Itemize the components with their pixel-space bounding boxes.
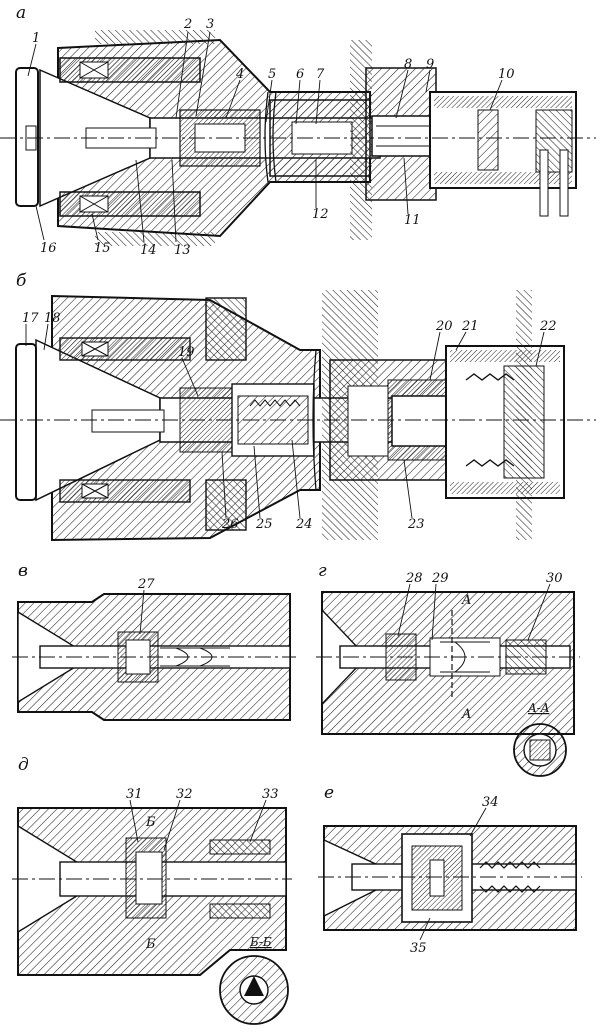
callout-5: 5 (268, 67, 276, 82)
callout-1: 1 (32, 31, 40, 46)
callout-32: 32 (176, 787, 193, 802)
callout-29: 29 (431, 571, 449, 586)
callout-22: 22 (539, 319, 557, 334)
callout-4: 4 (235, 67, 244, 82)
callout-14: 14 (140, 243, 157, 258)
callout-20: 20 (435, 319, 453, 334)
callout-2: 2 (183, 17, 192, 32)
panel-g-callouts: 28 29 30 A A A-A (397, 571, 563, 722)
panel-b-callouts: 17 18 19 20 21 22 23 24 25 26 (22, 311, 557, 532)
panel-v-callouts: 27 (137, 577, 155, 635)
callout-30: 30 (546, 571, 563, 586)
callout-27: 27 (137, 577, 155, 592)
panel-letter-g: г (318, 561, 327, 581)
panel-letter-b: б (16, 271, 27, 291)
panel-a-callouts: 1 2 3 4 5 6 7 8 9 10 11 12 13 14 15 16 (27, 17, 515, 258)
callout-12: 12 (312, 207, 329, 222)
callout-13: 13 (174, 243, 191, 258)
callout-7: 7 (316, 67, 325, 82)
section-cut-b-bottom: Б (145, 937, 156, 952)
panel-letter-a: а (16, 3, 26, 23)
callout-24: 24 (295, 517, 313, 532)
section-label-b-b: Б-Б (249, 935, 272, 949)
callout-15: 15 (94, 241, 111, 256)
panel-e-drawing: е (318, 783, 582, 931)
callout-31: 31 (126, 787, 143, 802)
panel-d-drawing: д (12, 755, 292, 1025)
callout-8: 8 (404, 57, 412, 72)
callout-6: 6 (296, 67, 304, 82)
callout-18: 18 (44, 311, 61, 326)
callout-34: 34 (482, 795, 499, 810)
callout-19: 19 (178, 345, 195, 360)
panel-v-drawing: в (12, 561, 296, 721)
callout-23: 23 (407, 517, 425, 532)
section-label-a-a: A-A (527, 701, 550, 715)
panel-d-callouts: 31 32 33 Б Б Б-Б (126, 787, 279, 952)
callout-9: 9 (426, 57, 434, 72)
panel-e-callouts: 34 35 (410, 795, 499, 956)
callout-16: 16 (40, 241, 57, 256)
panel-letter-e: е (324, 783, 334, 803)
callout-11: 11 (404, 213, 421, 228)
callout-35: 35 (410, 941, 427, 956)
section-cut-b-top: Б (145, 815, 156, 830)
panel-letter-d: д (18, 755, 29, 775)
callout-26: 26 (221, 517, 239, 532)
callout-28: 28 (405, 571, 423, 586)
callout-17: 17 (22, 311, 39, 326)
section-cut-a-bottom: A (461, 707, 471, 722)
callout-25: 25 (255, 517, 273, 532)
callout-33: 33 (262, 787, 279, 802)
callout-3: 3 (206, 17, 214, 32)
section-cut-a-top: A (461, 593, 471, 608)
panel-letter-v: в (18, 561, 28, 581)
panel-g-drawing: г (316, 561, 580, 777)
panel-a-drawing: а (0, 3, 596, 246)
callout-21: 21 (461, 319, 479, 334)
panel-b-drawing: б (0, 271, 596, 542)
callout-10: 10 (498, 67, 515, 82)
